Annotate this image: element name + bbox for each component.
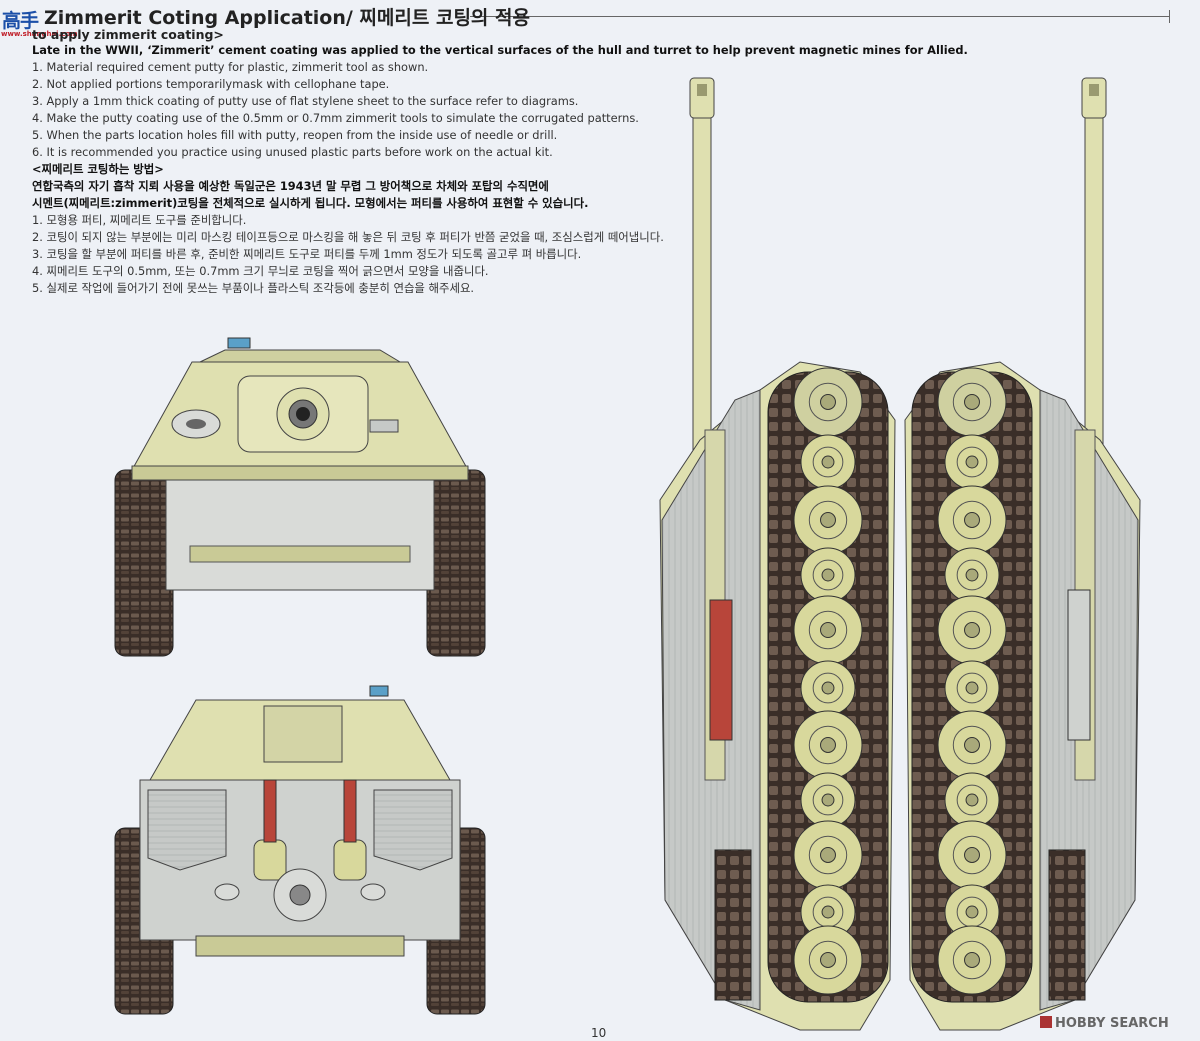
english-step: 1. Material required cement putty for pl… (32, 60, 429, 74)
road-wheel-hub (965, 568, 979, 582)
watermark-icon (1040, 1016, 1052, 1028)
road-wheel-hub (821, 568, 835, 582)
road-wheel-rim (952, 940, 992, 980)
page-subtitle: to apply zimmerit coating> (32, 27, 224, 42)
road-wheel-hub (821, 455, 835, 469)
road-wheel-hub (964, 847, 980, 863)
exhaust-right (333, 839, 367, 881)
road-wheel-hub (821, 681, 835, 695)
front-right-track (426, 469, 486, 657)
korean-instructions: <찌메리트 코팅하는 방법> 연합국측의 자기 흡착 지뢰 사용을 예상한 독일… (32, 161, 912, 297)
exhaust-left (253, 839, 287, 881)
road-wheel-hub (964, 622, 980, 638)
road-wheel-rim (808, 382, 848, 422)
road-wheel-rim (956, 784, 988, 816)
road-wheel-rim (952, 382, 992, 422)
front-left-track (114, 469, 174, 657)
front-view (114, 337, 486, 657)
muzzle-brake (689, 77, 715, 119)
road-wheel-rim (952, 610, 992, 650)
english-step: 6. It is recommended you practice using … (32, 145, 553, 159)
english-step: 3. Apply a 1mm thick coating of putty us… (32, 94, 579, 108)
road-wheel-rim (808, 610, 848, 650)
road-wheel-hub (820, 737, 836, 753)
korean-step: 1. 모형용 퍼티, 찌메리트 도구를 준비합니다. (32, 213, 247, 227)
road-wheel-hub (820, 847, 836, 863)
top-view-left (659, 77, 896, 1031)
road-wheel-rim (808, 725, 848, 765)
road-wheel-rim (952, 835, 992, 875)
road-wheel-hub (820, 512, 836, 528)
english-step: 5. When the parts location holes fill wi… (32, 128, 558, 142)
road-wheels (793, 367, 1007, 995)
korean-heading: <찌메리트 코팅하는 방법> (32, 162, 164, 176)
road-wheel-rim (956, 672, 988, 704)
road-wheel-hub (964, 952, 980, 968)
periscope (227, 337, 251, 349)
road-wheel-hub (965, 905, 979, 919)
road-wheel-hub (820, 394, 836, 410)
road-wheel-hub (964, 394, 980, 410)
page-number: 10 (591, 1026, 607, 1040)
road-wheel-hub (965, 681, 979, 695)
logo-url: www.shanghai.com (1, 30, 78, 38)
road-wheel-rim (812, 784, 844, 816)
korean-step: 5. 실제로 작업에 들어가기 전에 못쓰는 부품이나 플라스틱 조각등에 충분… (32, 281, 475, 295)
top-view-right (904, 77, 1141, 1031)
front-lower-hull (165, 477, 435, 591)
road-wheel-hub (820, 622, 836, 638)
english-step: 4. Make the putty coating use of the 0.5… (32, 111, 639, 125)
road-wheel-hub (964, 737, 980, 753)
road-wheel-hub (820, 952, 836, 968)
gun-barrel (692, 109, 712, 451)
road-wheel-rim (956, 559, 988, 591)
english-intro: Late in the WWII, ‘Zimmerit’ cement coat… (32, 43, 968, 57)
road-wheel-rim (952, 725, 992, 765)
road-wheel-rim (808, 940, 848, 980)
road-wheel-rim (812, 559, 844, 591)
english-instructions: Late in the WWII, ‘Zimmerit’ cement coat… (32, 42, 968, 161)
road-wheel-rim (808, 835, 848, 875)
site-logo: 高手 www.shanghai.com (0, 2, 78, 42)
rear-view (114, 685, 486, 1015)
road-wheel-hub (965, 793, 979, 807)
header-rule (470, 10, 1170, 23)
watermark-text: HOBBY SEARCH (1055, 1016, 1169, 1031)
road-wheel-rim (812, 672, 844, 704)
page-title: Zimmerit Coting Application/ 찌메리트 코팅의 적용 (44, 7, 530, 29)
korean-intro-1: 연합국측의 자기 흡착 지뢰 사용을 예상한 독일군은 1943년 말 무렵 그… (32, 179, 549, 193)
korean-step: 3. 코팅을 할 부분에 퍼티를 바른 후, 준비한 찌메리트 도구로 퍼티를 … (32, 247, 582, 261)
korean-step: 4. 찌메리트 도구의 0.5mm, 또는 0.7mm 크기 무늬로 코팅을 찍… (32, 264, 489, 278)
watermark: HOBBY SEARCH (1040, 1016, 1169, 1031)
road-wheel-rim (808, 500, 848, 540)
english-step: 2. Not applied portions temporarilymask … (32, 77, 390, 91)
road-wheel-rim (956, 446, 988, 478)
korean-intro-2: 시멘트(찌메리트:zimmerit)코팅을 전체적으로 실시하게 됩니다. 모형… (32, 196, 589, 210)
road-wheel-hub (821, 793, 835, 807)
logo-text: 高手 (2, 10, 39, 32)
road-wheel-rim (812, 446, 844, 478)
korean-step: 2. 코팅이 되지 않는 부분에는 미리 마스킹 테이프등으로 마스킹을 해 놓… (32, 230, 664, 244)
road-wheel-hub (821, 905, 835, 919)
road-wheel-hub (965, 455, 979, 469)
road-wheel-hub (964, 512, 980, 528)
road-wheel-rim (952, 500, 992, 540)
